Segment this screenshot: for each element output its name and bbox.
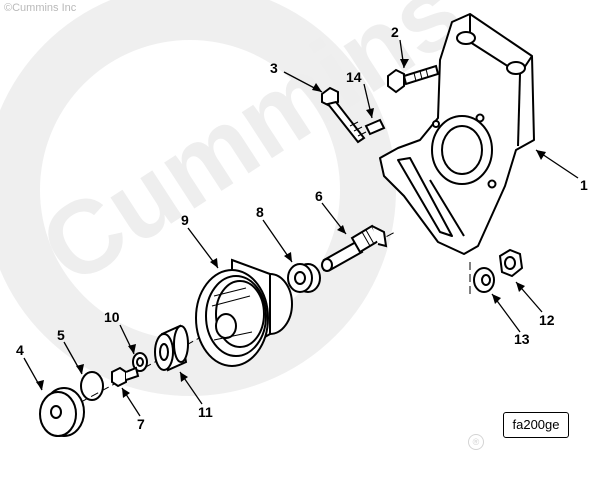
- part-10-washer: [132, 352, 148, 372]
- part-7-capscrew: [111, 366, 140, 388]
- callout-8: 8: [256, 204, 264, 220]
- part-4-flange: [39, 387, 85, 437]
- callout-labels: 1 2 3 14 6 8 9 10 5 4 7 11 12 13: [16, 24, 588, 432]
- callout-9: 9: [181, 212, 189, 228]
- copyright-notice: ©Cummins Inc: [4, 2, 77, 14]
- part-3-capscrew: [321, 86, 367, 144]
- part-1-bracket: [379, 13, 535, 255]
- callout-13: 13: [514, 331, 530, 347]
- registered-mark: ®: [468, 434, 484, 450]
- part-14-dowel: [364, 118, 386, 136]
- callout-10: 10: [104, 309, 120, 325]
- callout-12: 12: [539, 312, 555, 328]
- callout-1: 1: [580, 177, 588, 193]
- part-12-nut: [498, 248, 524, 278]
- part-5-oring: [80, 371, 104, 401]
- leader-arrowheads: [36, 59, 546, 398]
- part-8-bearing: [287, 263, 321, 293]
- callout-7: 7: [137, 416, 145, 432]
- part-6-shaft: [321, 224, 388, 272]
- callout-3: 3: [270, 60, 278, 76]
- part-9-pulley: [195, 258, 293, 367]
- callout-11: 11: [198, 404, 213, 420]
- callout-6: 6: [315, 188, 323, 204]
- callout-4: 4: [16, 342, 24, 358]
- callout-2: 2: [391, 24, 399, 40]
- part-2-bolt: [387, 64, 440, 94]
- callout-5: 5: [57, 327, 65, 343]
- callout-14: 14: [346, 69, 362, 85]
- part-13-washer: [473, 267, 495, 293]
- figure-id-label: fa200ge: [503, 412, 569, 438]
- part-11-spacer: [154, 324, 189, 372]
